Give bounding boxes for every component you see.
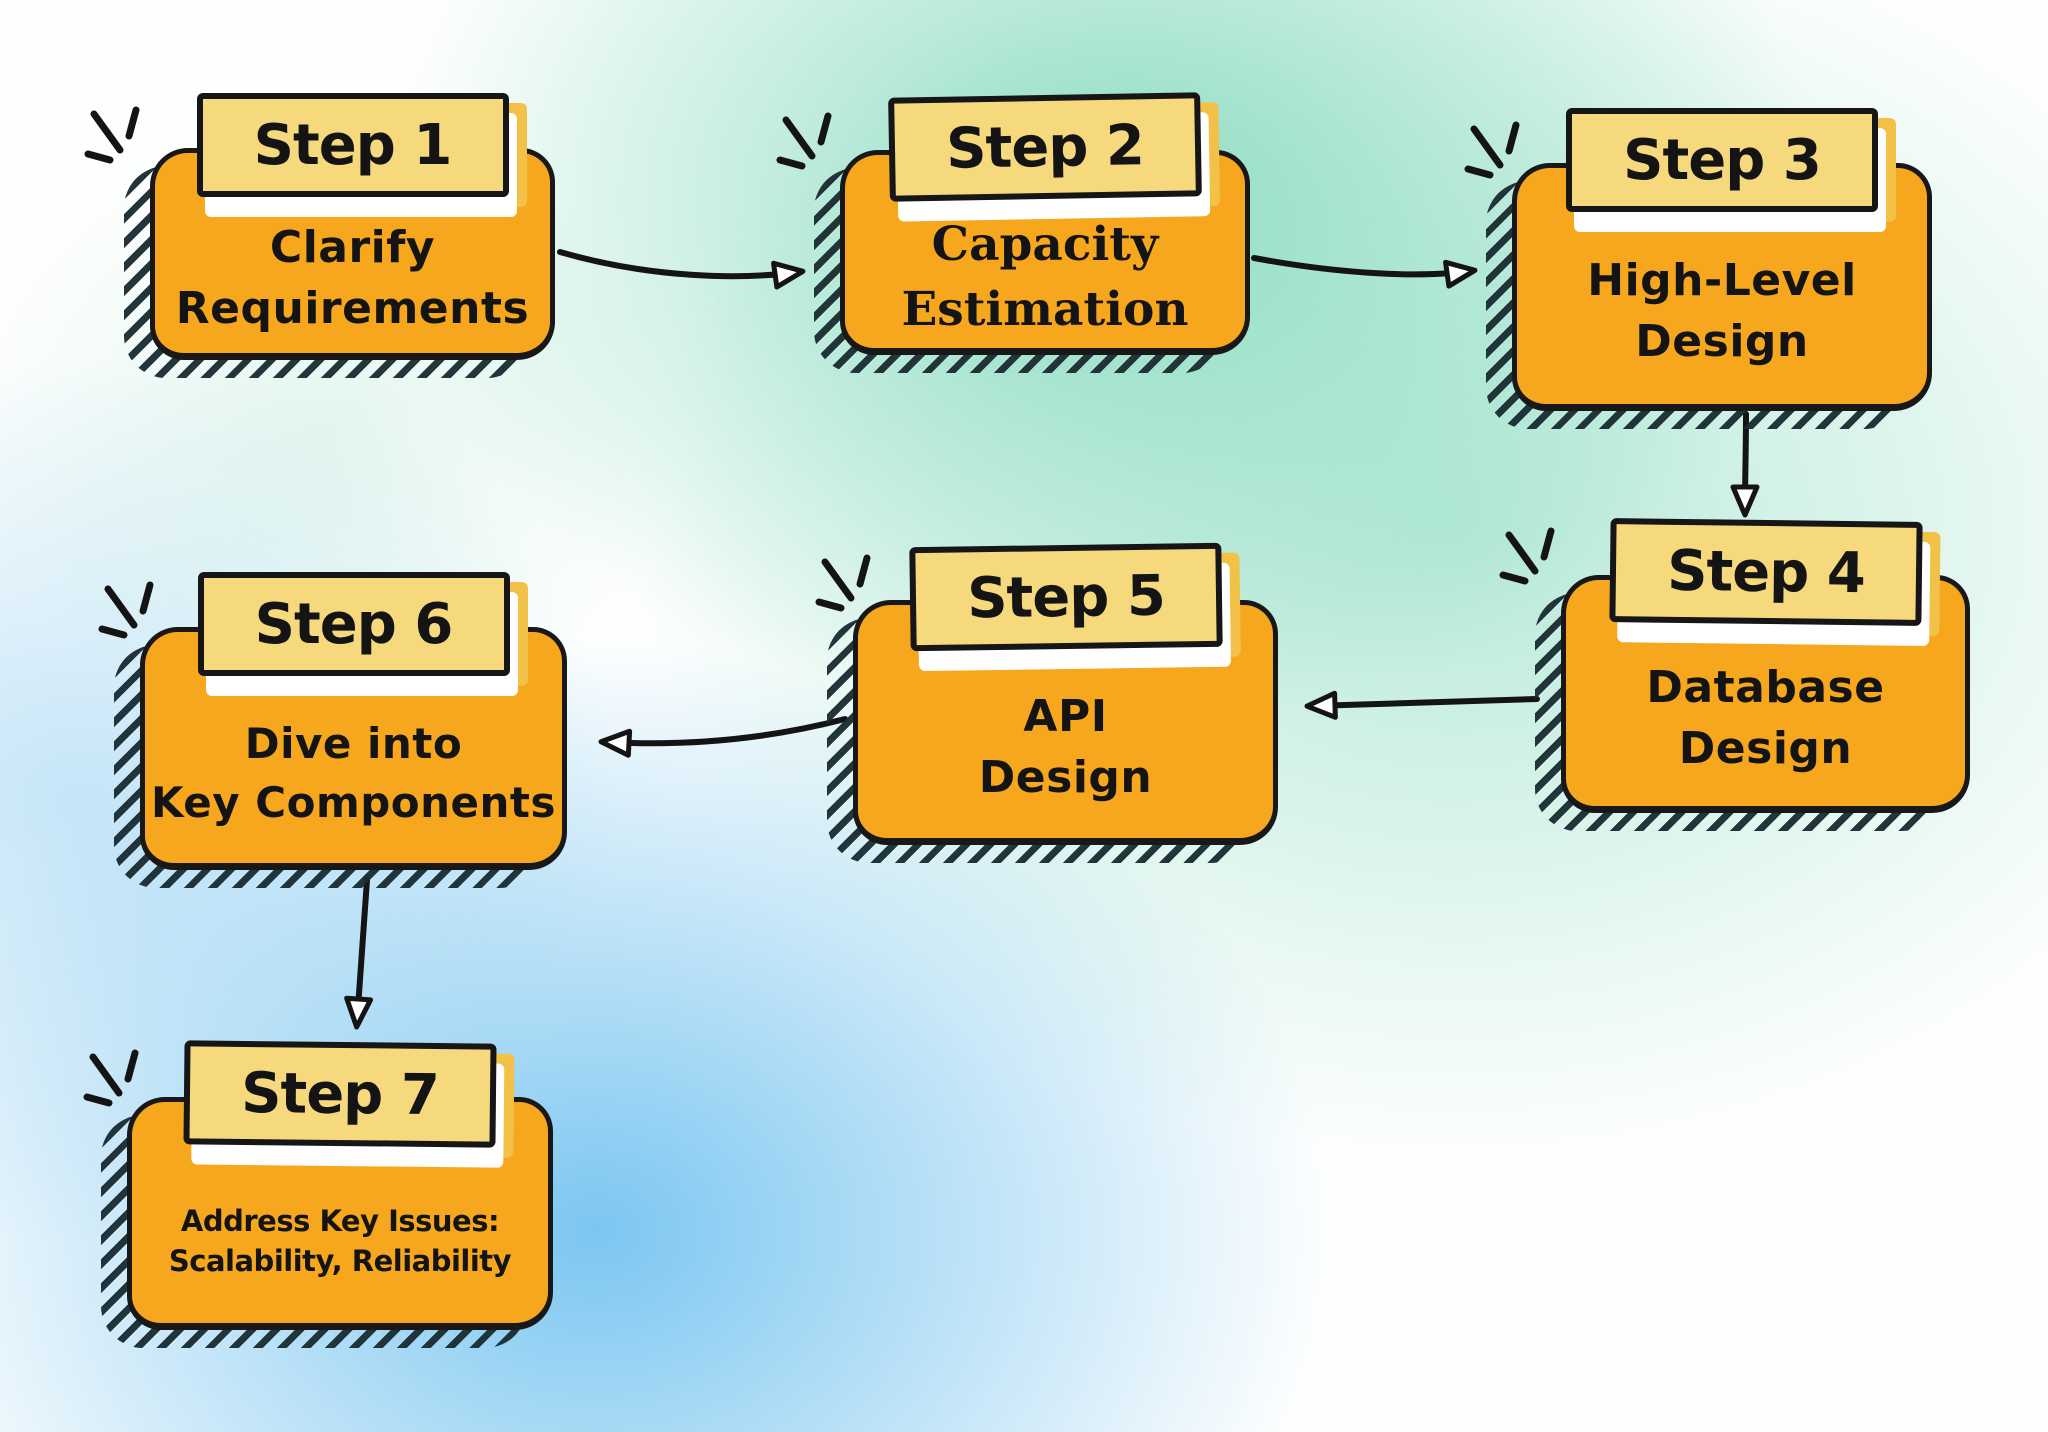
arrow-step5-to-step6 — [598, 716, 848, 758]
sparkle-icon — [815, 554, 871, 612]
sparkle-icon — [83, 1049, 139, 1107]
step-title-line: Design — [1635, 316, 1809, 367]
sparkle-icon — [776, 112, 832, 170]
step-1-card: Clarify Requirements Step 1 — [84, 93, 555, 378]
step-title-line: Address Key Issues: — [180, 1204, 500, 1239]
step-title-line: Clarify — [269, 222, 436, 274]
step-7-badge: Step 7 — [183, 1040, 497, 1148]
step-3-badge: Step 3 — [1566, 108, 1878, 212]
step-2-card: Capacity Estimation Step 2 — [776, 92, 1250, 373]
sparkle-icon — [1499, 527, 1555, 585]
step-5-badge: Step 5 — [908, 542, 1223, 652]
sparkle-icon — [84, 106, 140, 164]
step-4-card: Database Design Step 4 — [1499, 518, 1970, 831]
step-title-line: Capacity — [931, 217, 1159, 273]
step-title-line: Design — [1678, 723, 1853, 774]
step-6-badge: Step 6 — [197, 572, 510, 676]
arrow-step6-to-step7 — [344, 877, 374, 1030]
step-badge-label: Step 5 — [966, 563, 1165, 631]
step-1-badge: Step 1 — [196, 93, 509, 197]
step-title-line: API — [1023, 690, 1108, 742]
step-title-line: Estimation — [901, 281, 1189, 337]
step-title-line: Design — [978, 751, 1153, 803]
arrow-step1-to-step2 — [557, 249, 806, 290]
sparkle-icon — [98, 581, 154, 639]
arrow-step2-to-step3 — [1251, 255, 1478, 289]
step-title-line: Key Components — [150, 777, 556, 827]
step-badge-label: Step 3 — [1623, 127, 1822, 193]
step-5-card: API Design Step 5 — [815, 542, 1278, 863]
step-badge-label: Step 1 — [253, 112, 453, 178]
sparkle-icon — [1464, 121, 1520, 179]
step-title-line: Dive into — [244, 719, 463, 769]
step-4-badge: Step 4 — [1608, 518, 1923, 626]
step-badge-label: Step 2 — [945, 112, 1145, 182]
step-badge-label: Step 6 — [254, 591, 454, 657]
step-6-card: Dive into Key Components Step 6 — [98, 572, 567, 888]
step-title-line: Scalability, Reliability — [168, 1243, 512, 1278]
step-badge-label: Step 4 — [1666, 538, 1865, 606]
step-7-card: Address Key Issues: Scalability, Reliabi… — [83, 1040, 553, 1348]
step-title-line: Requirements — [175, 283, 530, 334]
step-2-badge: Step 2 — [888, 92, 1202, 202]
step-badge-label: Step 7 — [240, 1060, 440, 1128]
step-title-line: Database — [1646, 662, 1885, 714]
step-title-line: High-Level — [1587, 255, 1857, 307]
step-3-card: High-Level Design Step 3 — [1464, 108, 1932, 429]
arrow-step4-to-step5 — [1304, 690, 1540, 720]
